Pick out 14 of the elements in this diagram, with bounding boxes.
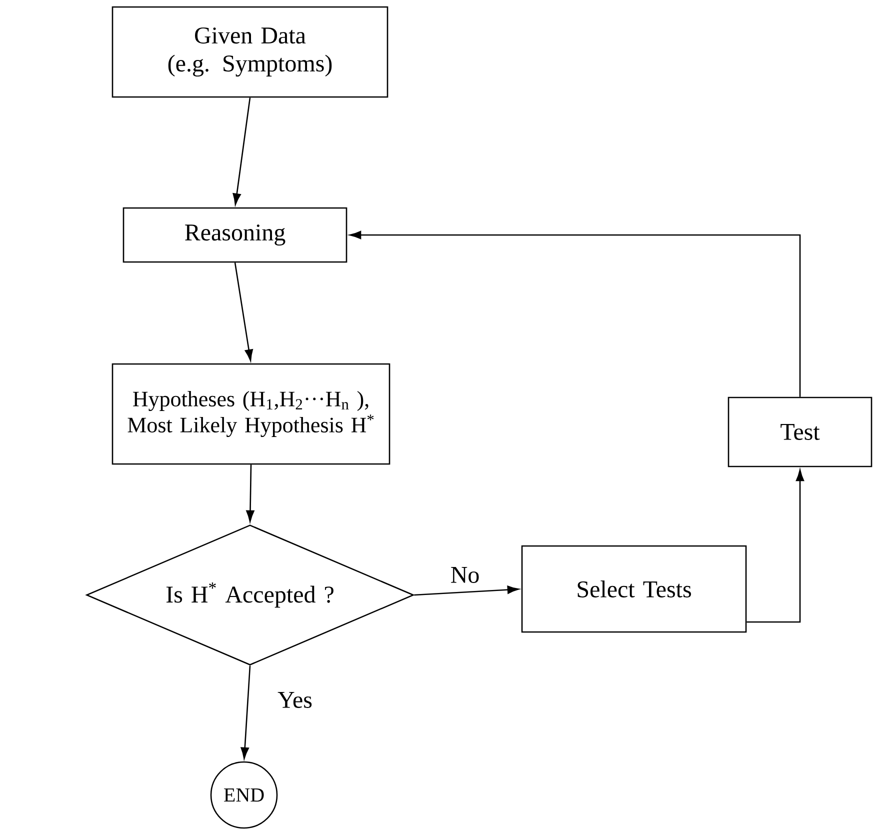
process-box: Reasoning	[122, 207, 348, 263]
arrow	[414, 586, 519, 596]
arrow	[350, 230, 801, 397]
edge-label: Yes	[276, 691, 314, 709]
edge-label: No	[449, 566, 481, 584]
arrow	[240, 666, 251, 759]
process-box: Test	[728, 396, 872, 468]
arrow	[232, 98, 251, 205]
arrow	[746, 470, 804, 623]
process-box: Hypotheses (H$_{1}$,H$_{2}$···H$_{n}$ ), Most Likely Hypothesis H$^{*}$	[112, 363, 390, 465]
arrow	[234, 262, 253, 361]
arrow	[246, 464, 254, 522]
process-box: Select Tests	[521, 545, 747, 633]
process-box: Given Data (e.g. Symptoms)	[112, 6, 388, 98]
